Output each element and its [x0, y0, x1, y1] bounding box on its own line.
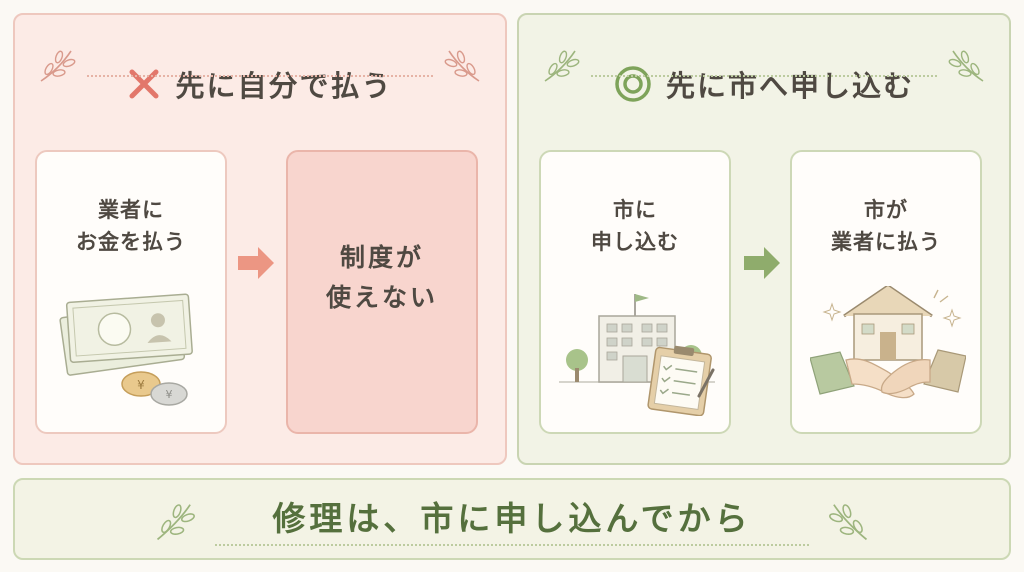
leaf-sprig-icon: [40, 50, 76, 82]
bad-panel-title: 先に自分で払う: [175, 69, 393, 103]
pay-vendor-card: 業者に お金を払う ¥ ¥: [35, 150, 227, 434]
card-label: 制度が: [339, 243, 424, 272]
bad-panel-heading: 先に自分で払う: [15, 55, 505, 113]
leaf-sprig-icon: [444, 50, 480, 82]
dotted-divider: [591, 75, 937, 77]
cross-icon: [129, 69, 159, 99]
card-label: 業者に: [98, 198, 164, 222]
apply-to-city-card: 市に 申し込む: [539, 150, 731, 434]
arrow-right-icon: [238, 247, 274, 279]
leaf-sprig-icon: [156, 504, 195, 541]
house-handshake-illustration: [810, 286, 966, 399]
summary-text: 修理は、市に申し込んでから: [272, 499, 752, 538]
dotted-divider: [87, 75, 433, 77]
not-eligible-card: 制度が 使えない: [286, 150, 478, 434]
card-label: 使えない: [325, 283, 438, 312]
card-label: 業者に払う: [831, 230, 941, 254]
double-circle-icon: [615, 66, 651, 102]
good-panel-heading: 先に市へ申し込む: [519, 55, 1009, 113]
svg-text:¥: ¥: [137, 378, 145, 392]
svg-text:¥: ¥: [166, 388, 173, 401]
leaf-sprig-icon: [829, 504, 868, 541]
arrow-right-icon: [744, 247, 780, 279]
card-label: 市に: [613, 198, 657, 222]
card-label: お金を払う: [76, 230, 186, 254]
leaf-sprig-icon: [948, 50, 984, 82]
good-example-panel: 先に市へ申し込む 市に 申し込む: [517, 13, 1011, 465]
good-panel-title: 先に市へ申し込む: [665, 69, 914, 103]
money-illustration: ¥ ¥: [59, 293, 193, 406]
bad-example-panel: 先に自分で払う 業者に お金を払う ¥ ¥: [13, 13, 507, 465]
city-hall-illustration: [559, 294, 715, 416]
card-label: 申し込む: [591, 230, 679, 254]
city-pays-vendor-card: 市が 業者に払う: [790, 150, 982, 434]
summary-banner: 修理は、市に申し込んでから: [13, 478, 1011, 560]
leaf-sprig-icon: [544, 50, 580, 82]
card-label: 市が: [864, 198, 908, 222]
dotted-divider: [215, 544, 809, 546]
